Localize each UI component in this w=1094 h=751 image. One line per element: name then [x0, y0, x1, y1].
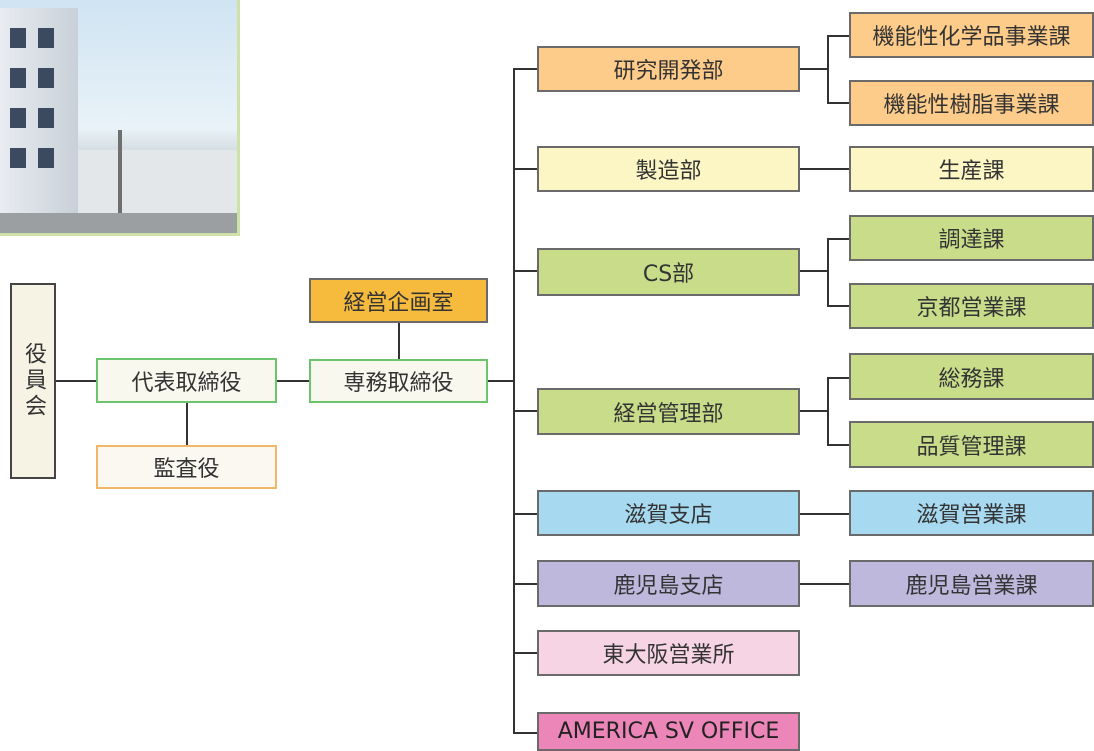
- managing-director-label: 専務取締役: [343, 371, 454, 396]
- dept-rnd-box: 研究開発部: [537, 46, 800, 92]
- dept-label: 鹿児島支店: [613, 573, 724, 599]
- section-label: 滋賀営業課: [916, 503, 1027, 528]
- dept-cs-box: CS部: [537, 248, 800, 296]
- section-functional-chemicals-box: 機能性化学品事業課: [849, 12, 1094, 58]
- section-kagoshima-sales-box: 鹿児島営業課: [849, 560, 1094, 607]
- dept-shiga-branch-box: 滋賀支店: [537, 490, 800, 536]
- dept-manufacturing-box: 製造部: [537, 146, 800, 192]
- dept-label: 東大阪営業所: [602, 643, 735, 668]
- dept-management-box: 経営管理部: [537, 388, 800, 435]
- building-photo: [0, 0, 240, 236]
- section-kyoto-sales-box: 京都営業課: [849, 283, 1094, 329]
- dept-label: 製造部: [635, 159, 702, 184]
- board-of-directors-box: 役員会: [10, 283, 56, 479]
- dept-america-office-box: AMERICA SV OFFICE: [537, 712, 800, 751]
- dept-kagoshima-branch-box: 鹿児島支店: [537, 560, 800, 607]
- dept-label: AMERICA SV OFFICE: [557, 719, 780, 744]
- planning-office-box: 経営企画室: [309, 278, 488, 323]
- section-functional-resins-box: 機能性樹脂事業課: [849, 80, 1094, 126]
- road: [0, 213, 237, 233]
- section-label: 機能性樹脂事業課: [883, 93, 1060, 118]
- utility-pole: [118, 130, 122, 220]
- annex-building: [78, 150, 237, 220]
- representative-director-box: 代表取締役: [96, 358, 277, 403]
- dept-label: 研究開発部: [613, 59, 724, 84]
- section-label: 品質管理課: [916, 434, 1027, 460]
- section-shiga-sales-box: 滋賀営業課: [849, 490, 1094, 536]
- section-label: 京都営業課: [916, 296, 1027, 321]
- section-label: 生産課: [938, 159, 1005, 184]
- planning-office-label: 経営企画室: [343, 290, 454, 316]
- representative-label: 代表取締役: [131, 370, 242, 396]
- section-procurement-box: 調達課: [849, 215, 1094, 261]
- dept-higashiosaka-office-box: 東大阪営業所: [537, 630, 800, 676]
- auditor-box: 監査役: [96, 445, 277, 489]
- section-general-affairs-box: 総務課: [849, 353, 1094, 400]
- section-label: 機能性化学品事業課: [872, 25, 1071, 50]
- section-label: 鹿児島営業課: [905, 573, 1038, 599]
- section-label: 総務課: [938, 366, 1005, 392]
- auditor-label: 監査役: [153, 457, 220, 482]
- dept-label: 経営管理部: [613, 401, 724, 427]
- section-label: 調達課: [938, 228, 1005, 253]
- section-production-box: 生産課: [849, 146, 1094, 192]
- board-label: 役員会: [21, 342, 46, 420]
- building-facade: [0, 8, 78, 223]
- dept-label: CS部: [642, 262, 695, 287]
- managing-director-box: 専務取締役: [309, 359, 488, 403]
- section-quality-control-box: 品質管理課: [849, 421, 1094, 468]
- dept-label: 滋賀支店: [624, 503, 713, 528]
